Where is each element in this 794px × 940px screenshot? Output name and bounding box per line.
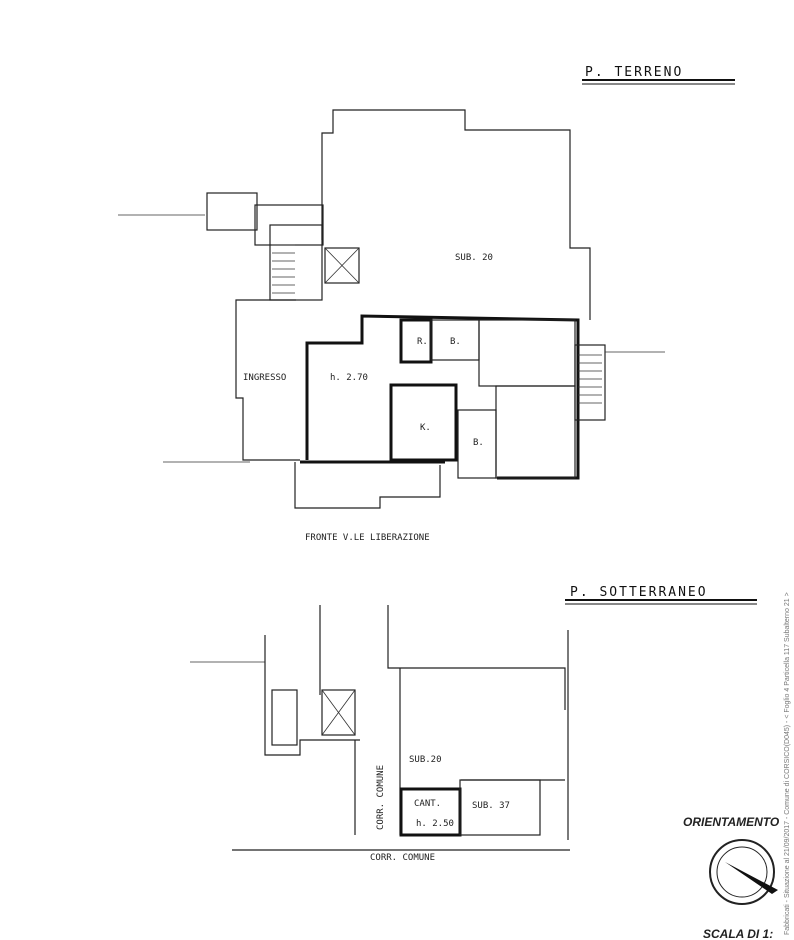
stairwell-left: [269, 224, 323, 301]
stairwell-right: [574, 344, 606, 421]
scale-label: SCALA DI 1:: [703, 927, 773, 940]
ripostiglio-label: R.: [417, 337, 428, 347]
sub20-label: SUB. 20: [455, 253, 493, 263]
basement-sub20-label: SUB.20: [409, 755, 442, 765]
basement-title: P. SOTTERRANEO: [570, 585, 708, 600]
corridor-horizontal-label: CORR. COMUNE: [370, 853, 435, 863]
sub37-room: [459, 779, 541, 836]
cellar-height-label: h. 2.50: [416, 819, 454, 829]
basement-elevator: [321, 689, 356, 736]
height-label: h. 2.70: [330, 373, 368, 383]
bathroom-2-label: B.: [473, 438, 484, 448]
front-balcony: [294, 462, 441, 509]
basement-stair: [271, 689, 298, 746]
apartment-outer-wall: [305, 314, 580, 480]
ground-floor-title: P. TERRENO: [585, 65, 683, 80]
compass-icon: [709, 839, 778, 905]
basement-plan: P. SOTTERRANEO SUB.20 CANT. h. 2.50 SUB.…: [190, 585, 757, 863]
cellar-label: CANT.: [414, 799, 441, 809]
ingresso-label: INGRESSO: [243, 373, 286, 383]
sub20-outline: [321, 109, 591, 320]
basement-stair-block: [264, 635, 360, 756]
bathroom-1-label: B.: [450, 337, 461, 347]
orientation-label: ORIENTAMENTO: [683, 815, 780, 829]
cadastral-side-note: Fabbricati - Situazione al 21/09/2017 - …: [784, 592, 791, 935]
elevator-shaft: [324, 247, 360, 284]
sub20-basement-outline: [387, 605, 566, 710]
balcony-top-left: [206, 192, 258, 231]
stair-treads-right: [578, 354, 602, 404]
kitchen-label: K.: [420, 423, 431, 433]
elevator-cross: [321, 689, 356, 736]
kitchen-room: [389, 383, 458, 462]
bedroom-2: [495, 385, 576, 479]
stair-treads: [272, 244, 295, 294]
bedroom-1: [478, 319, 576, 387]
front-street-label: FRONTE V.LE LIBERAZIONE: [305, 533, 430, 543]
elevator-cross: [324, 247, 360, 284]
ingresso-walls: [235, 299, 300, 461]
corridor-vertical-label: CORR. COMUNE: [376, 765, 386, 830]
ground-floor-plan: P. TERRENO SUB. 20 INGRESSO h. 2.70 R. B…: [118, 65, 735, 543]
sub37-label: SUB. 37: [472, 801, 510, 811]
